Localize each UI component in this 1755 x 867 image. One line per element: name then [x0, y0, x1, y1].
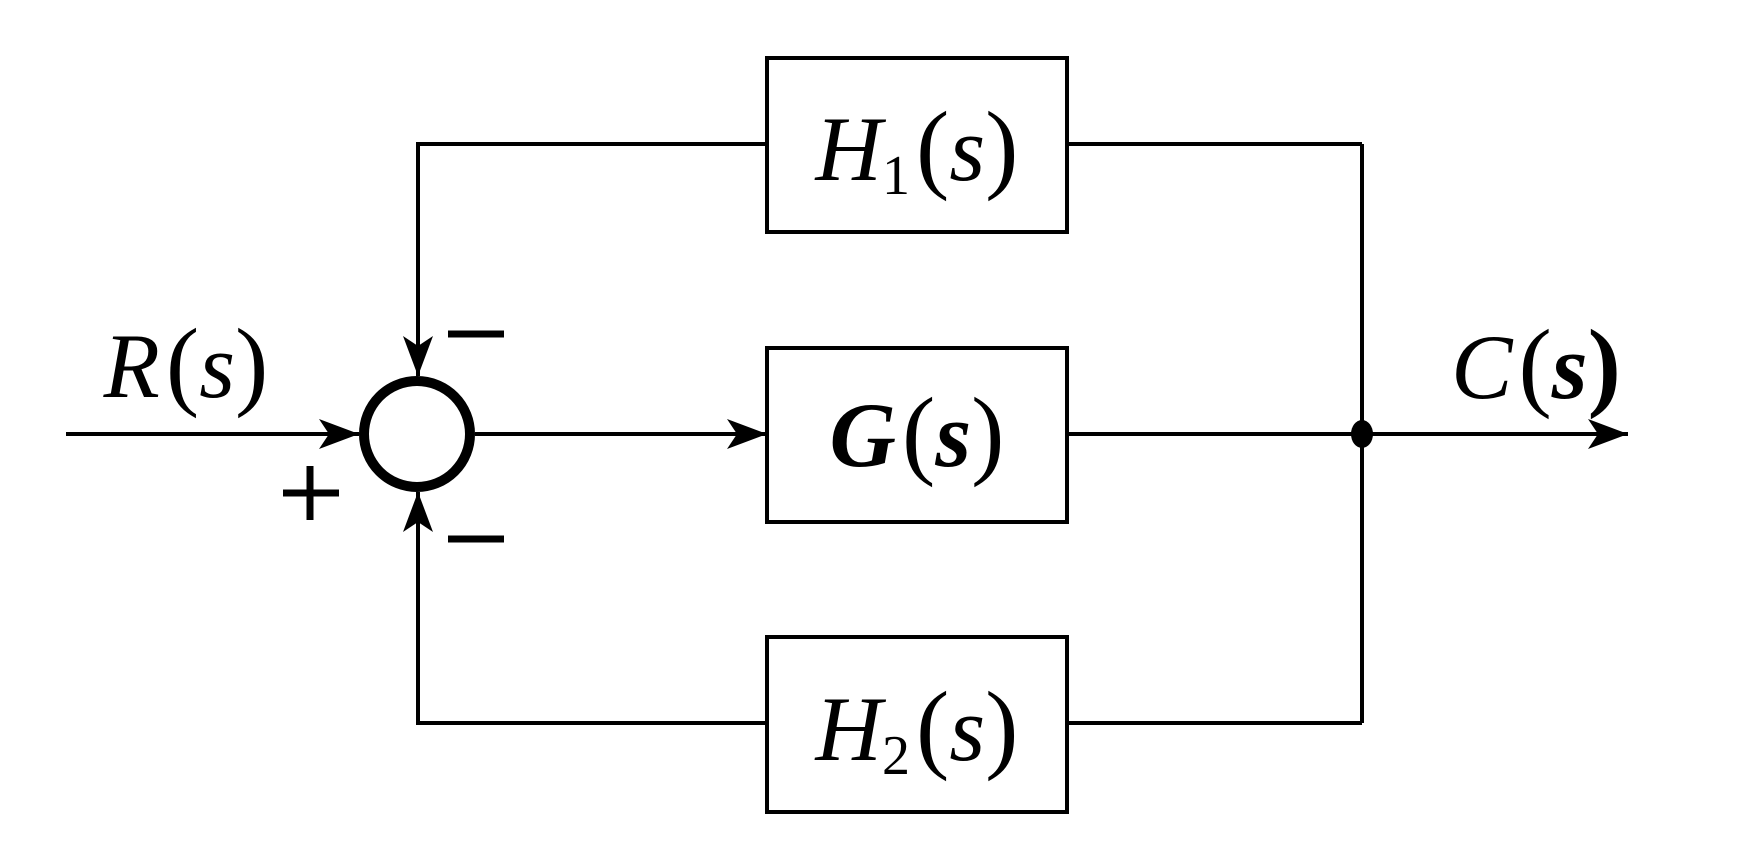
summing-junction — [359, 376, 475, 492]
h1-feedback-line — [403, 142, 767, 376]
block-g: G(s) — [765, 346, 1069, 524]
h2-feedback-line — [403, 492, 767, 725]
block-h2: H2(s) — [765, 635, 1069, 814]
block-h1: H1(s) — [765, 56, 1069, 234]
output-label: C(s) — [1451, 309, 1621, 420]
block-h2-label: H2(s) — [815, 671, 1019, 787]
block-h1-label: H1(s) — [815, 91, 1019, 207]
block-g-label: G(s) — [830, 377, 1005, 488]
input-label: R(s) — [103, 308, 269, 419]
plus-sign-input — [283, 466, 339, 520]
branch-point — [1351, 420, 1373, 448]
